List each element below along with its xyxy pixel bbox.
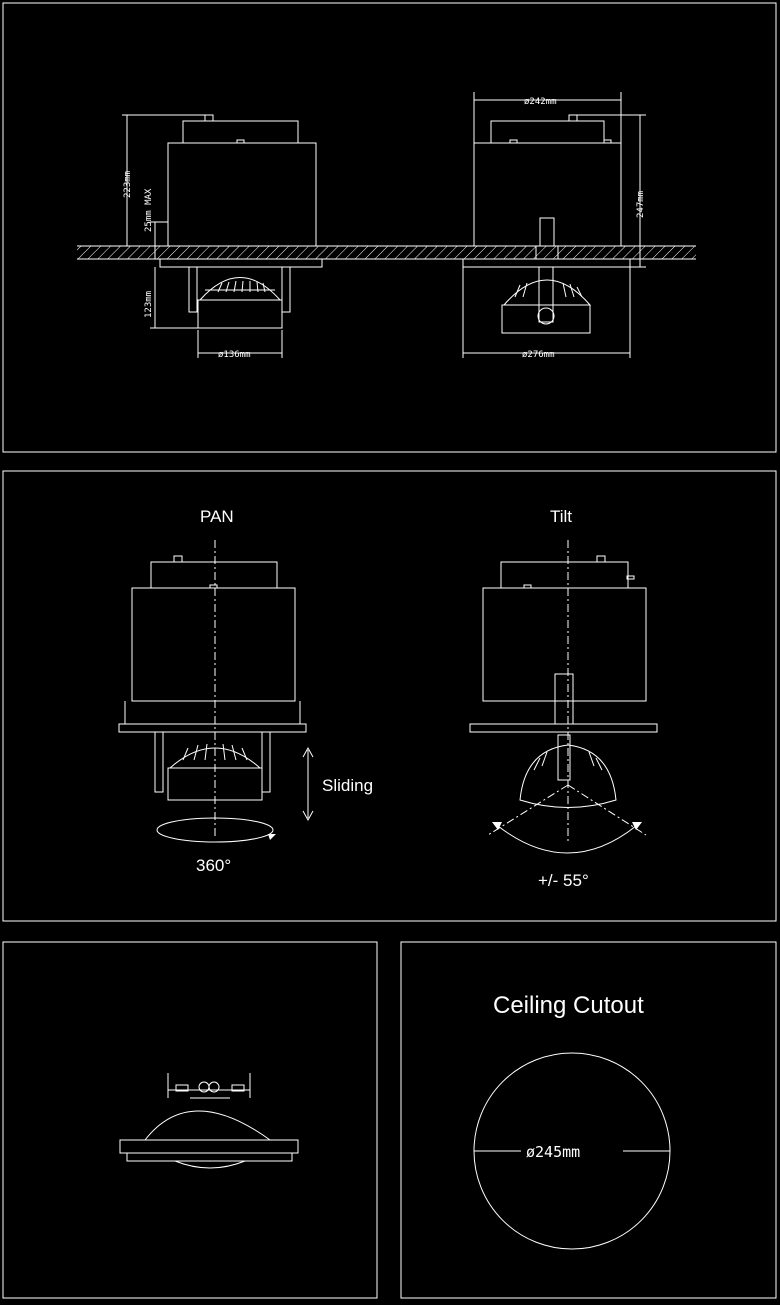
lamp-module-drawing	[119, 1073, 299, 1169]
tilt-angle-label: +/- 55°	[538, 871, 589, 890]
cutout-circle	[473, 1052, 671, 1250]
panel-lamp	[2, 941, 378, 1299]
ceiling-section	[77, 245, 696, 260]
fixture-front-view	[462, 114, 631, 334]
tilt-fixture	[469, 540, 658, 854]
cutout-title: Ceiling Cutout	[493, 992, 644, 1019]
below-ceiling-label: 123mm	[144, 291, 154, 318]
body-width-label: ø242mm	[524, 97, 557, 107]
sliding-label: Sliding	[322, 776, 373, 795]
lamp-diameter-label: ø136mm	[218, 350, 251, 360]
fixture-side-view	[159, 114, 323, 329]
panel-motion	[2, 470, 777, 922]
cutout-diameter-label: ø245mm	[526, 1143, 580, 1161]
pan-title: PAN	[200, 507, 234, 526]
panel-cutout	[400, 941, 777, 1299]
rotation-label: 360°	[196, 856, 231, 875]
pan-fixture	[118, 540, 314, 843]
body-height-label: 247mm	[636, 191, 646, 218]
tilt-title: Tilt	[550, 507, 572, 526]
dimension-lines-right	[462, 92, 646, 358]
overall-height-label: 223mm	[123, 171, 133, 198]
dimension-lines-left	[122, 114, 283, 358]
max-ceiling-label: 25mm MAX	[144, 188, 154, 232]
trim-diameter-label: ø276mm	[522, 350, 555, 360]
panel-dimensions	[2, 2, 777, 453]
